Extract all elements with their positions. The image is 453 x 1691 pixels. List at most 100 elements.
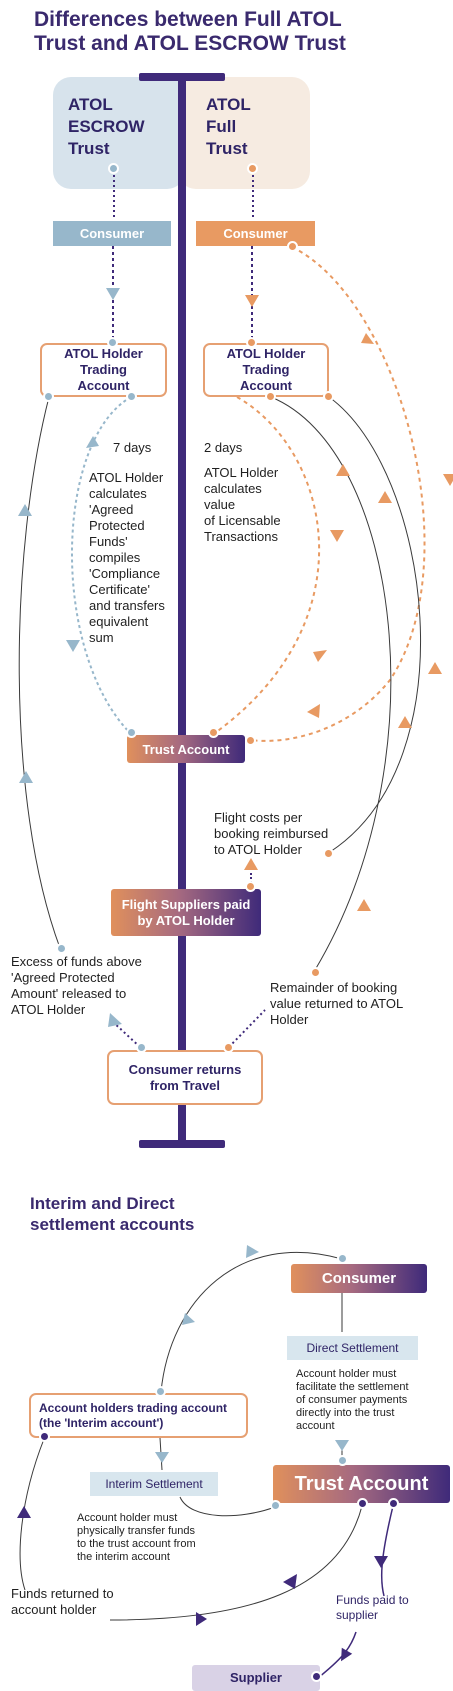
full-label-line: ATOL	[206, 95, 251, 114]
s2-trust-account-box: Trust Account	[273, 1465, 450, 1503]
full-label: ATOL Full Trust	[206, 94, 251, 160]
excess-curve	[18, 396, 61, 949]
dot	[245, 881, 256, 892]
escrow-text-line: 'Compliance	[89, 566, 161, 581]
arrow-orange-1	[361, 333, 374, 344]
escrow-panel	[53, 77, 185, 189]
arrow-s2-6	[196, 1612, 207, 1626]
consumer-to-trading-curve	[160, 1251, 343, 1393]
full-text-line: calculates	[204, 481, 262, 496]
arrow-blue-2	[66, 640, 80, 652]
full-label-line: Trust	[206, 139, 248, 158]
dot	[126, 727, 137, 738]
direct-text-line: of consumer payments	[296, 1394, 408, 1406]
direct-text-line: directly into the trust	[296, 1407, 395, 1419]
interim-text-line: Account holder must	[77, 1512, 178, 1524]
holder-right-line: Account	[240, 378, 292, 393]
consumer-returns-line: Consumer returns	[128, 1061, 242, 1077]
escrow-text-line: Funds'	[89, 534, 128, 549]
trading-account-box: Account holders trading account (the 'In…	[29, 1393, 248, 1438]
full-label-line: Full	[206, 117, 237, 136]
days-right: 2 days	[204, 440, 243, 455]
flight-costs-line: Flight costs per	[214, 810, 303, 825]
flight-suppliers-line: Flight Suppliers paid	[121, 896, 251, 912]
arrow-blue-excess	[108, 1013, 122, 1027]
excess-line: ATOL Holder	[11, 1002, 86, 1017]
escrow-text-line: Certificate'	[89, 582, 151, 597]
section1-title-line2: Trust and ATOL ESCROW Trust	[34, 32, 346, 55]
returns-to-excess-line	[112, 1021, 141, 1048]
trading-account-line: (the 'Interim account')	[39, 1415, 164, 1430]
holder-left-box: ATOL Holder Trading Account	[40, 343, 167, 397]
flight-costs-line: booking reimbursed	[214, 826, 329, 841]
section1-title: Differences between Full ATOL Trust and …	[34, 8, 434, 56]
holder-left-line: ATOL Holder Trading	[64, 346, 143, 377]
section2-title-line2: settlement accounts	[30, 1215, 195, 1234]
returns-to-remainder-line	[228, 1009, 266, 1048]
trust-to-returned-curve	[109, 1505, 363, 1621]
escrow-text-line: calculates	[89, 486, 147, 501]
interim-text-line: to the trust account from	[77, 1538, 196, 1550]
consumer-returns-box: Consumer returns from Travel	[107, 1050, 263, 1105]
direct-text-line: account	[296, 1420, 335, 1432]
escrow-transfer-curve	[71, 396, 132, 734]
section2-connectors	[17, 1245, 394, 1679]
arrow-s2-8	[374, 1556, 388, 1568]
arrow-orange-up-1	[336, 464, 350, 476]
interim-text-line: physically transfer funds	[77, 1525, 195, 1537]
excess-line: Excess of funds above	[11, 954, 142, 969]
escrow-text-line: ATOL Holder	[89, 470, 164, 485]
dot	[126, 391, 137, 402]
excess-line: 'Agreed Protected	[11, 970, 115, 985]
full-text-line: value	[204, 497, 236, 512]
dot	[270, 1500, 281, 1511]
direct-text-line: facilitate the settlement	[296, 1381, 409, 1393]
arrow-s2-7	[17, 1506, 31, 1518]
funds-returned-text: Funds returned to account holder	[11, 1586, 114, 1618]
dot	[337, 1253, 348, 1264]
excess-line: Amount' released to	[11, 986, 127, 1001]
direct-text-line: Account holder must	[296, 1368, 397, 1380]
dot	[107, 337, 118, 348]
arrow-orange-up-4	[398, 716, 412, 728]
remainder-text: Remainder of booking value returned to A…	[270, 980, 450, 1028]
arrow-s2-1	[246, 1245, 259, 1258]
funds-returned-line: account holder	[11, 1602, 97, 1617]
flight-suppliers-box: Flight Suppliers paid by ATOL Holder	[111, 889, 261, 936]
dot	[323, 391, 334, 402]
dot	[155, 1386, 166, 1397]
arrow-orange-5	[313, 650, 327, 662]
interim-to-trust-curve	[179, 1496, 276, 1517]
trading-to-returned-curve	[19, 1438, 45, 1591]
arrow-blue-1	[86, 436, 99, 448]
full-transfer-curve	[214, 396, 320, 734]
trust-to-paid-line	[380, 1505, 394, 1597]
consumer-right-box: Consumer	[196, 221, 315, 246]
holder-right-box: ATOL Holder Trading Account	[203, 343, 329, 397]
funds-paid-text: Funds paid to supplier	[336, 1593, 409, 1623]
dot	[357, 1498, 368, 1509]
arrow-orange-up-6	[244, 858, 258, 870]
arrow-s2-5	[283, 1574, 297, 1589]
arrow-orange-3	[307, 704, 320, 718]
dot	[246, 337, 257, 348]
flight-costs-text: Flight costs per booking reimbursed to A…	[214, 810, 354, 858]
dot	[337, 1455, 348, 1466]
flight-costs-line: to ATOL Holder	[214, 842, 302, 857]
dot	[287, 241, 298, 252]
trading-account-line: Account holders trading account	[39, 1400, 228, 1415]
interim-settlement-box: Interim Settlement	[90, 1472, 218, 1496]
arrow-s2-2	[182, 1313, 195, 1325]
arrow-s2-9	[341, 1647, 353, 1662]
arrow-right-down	[245, 295, 259, 307]
dot	[223, 1042, 234, 1053]
arrow-orange-up-5	[357, 899, 371, 911]
dot	[247, 163, 258, 174]
full-consumer-curve	[249, 246, 426, 742]
dot	[310, 967, 321, 978]
remainder-curve	[270, 396, 392, 971]
section1-title-line1: Differences between Full ATOL	[34, 8, 342, 31]
dot	[265, 391, 276, 402]
full-panel	[178, 77, 310, 189]
dot	[43, 391, 54, 402]
